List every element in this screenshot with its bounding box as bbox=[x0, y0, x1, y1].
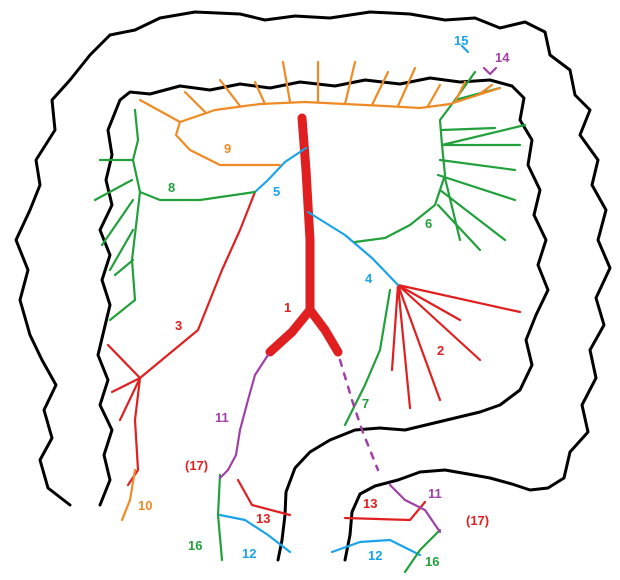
vessel-6-main bbox=[353, 70, 477, 244]
label-12-right: 12 bbox=[368, 548, 382, 563]
label-6: 6 bbox=[425, 216, 432, 231]
vessel-8-branches bbox=[93, 158, 142, 322]
label-16-right: 16 bbox=[425, 554, 439, 569]
label-8: 8 bbox=[168, 180, 175, 195]
vessel-3 bbox=[126, 190, 257, 487]
vessel-16-left bbox=[216, 473, 224, 562]
vessel-13-left bbox=[236, 478, 292, 517]
vessel-12-left bbox=[218, 513, 292, 554]
vessel-3-side-branches bbox=[106, 343, 142, 422]
vessel-2-branches bbox=[390, 283, 522, 410]
vessel-1-trunk bbox=[265, 113, 315, 357]
vessel-16-right bbox=[403, 528, 442, 574]
label-12-left: 12 bbox=[242, 546, 256, 561]
label-13-right: 13 bbox=[363, 496, 377, 511]
label-11-right: 11 bbox=[428, 486, 442, 501]
vessel-4 bbox=[306, 210, 400, 287]
label-16-left: 16 bbox=[188, 538, 202, 553]
label-1: 1 bbox=[284, 300, 291, 315]
label-4: 4 bbox=[365, 271, 373, 286]
vessel-14 bbox=[482, 66, 498, 76]
vessel-15 bbox=[460, 44, 470, 54]
vessel-10 bbox=[120, 468, 137, 522]
label-5: 5 bbox=[273, 184, 280, 199]
vessel-8-main bbox=[131, 108, 257, 202]
vessel-11-right bbox=[388, 483, 442, 534]
vessel-12-right bbox=[330, 538, 422, 557]
vessel-dashed-connection bbox=[338, 358, 380, 472]
vessel-7 bbox=[343, 288, 392, 427]
label-14: 14 bbox=[495, 50, 510, 65]
colon-inner-outline bbox=[96, 76, 550, 562]
vessel-9-arcade bbox=[174, 86, 502, 167]
vessel-5 bbox=[253, 146, 308, 194]
vessel-9-branches bbox=[138, 60, 494, 124]
label-17-right: (17) bbox=[466, 513, 489, 528]
colon-outer-outline bbox=[14, 10, 612, 562]
label-15: 15 bbox=[454, 33, 468, 48]
vessel-6-branches bbox=[436, 86, 527, 252]
label-11-left: 11 bbox=[215, 410, 229, 425]
vessel-1-branch-right bbox=[305, 305, 343, 357]
label-9: 9 bbox=[224, 141, 231, 156]
vessel-11-left bbox=[218, 353, 270, 480]
label-10: 10 bbox=[138, 498, 152, 513]
label-7: 7 bbox=[362, 396, 369, 411]
label-13-left: 13 bbox=[256, 511, 270, 526]
label-3: 3 bbox=[175, 318, 182, 333]
label-17-left: (17) bbox=[185, 458, 208, 473]
label-2: 2 bbox=[437, 343, 444, 358]
